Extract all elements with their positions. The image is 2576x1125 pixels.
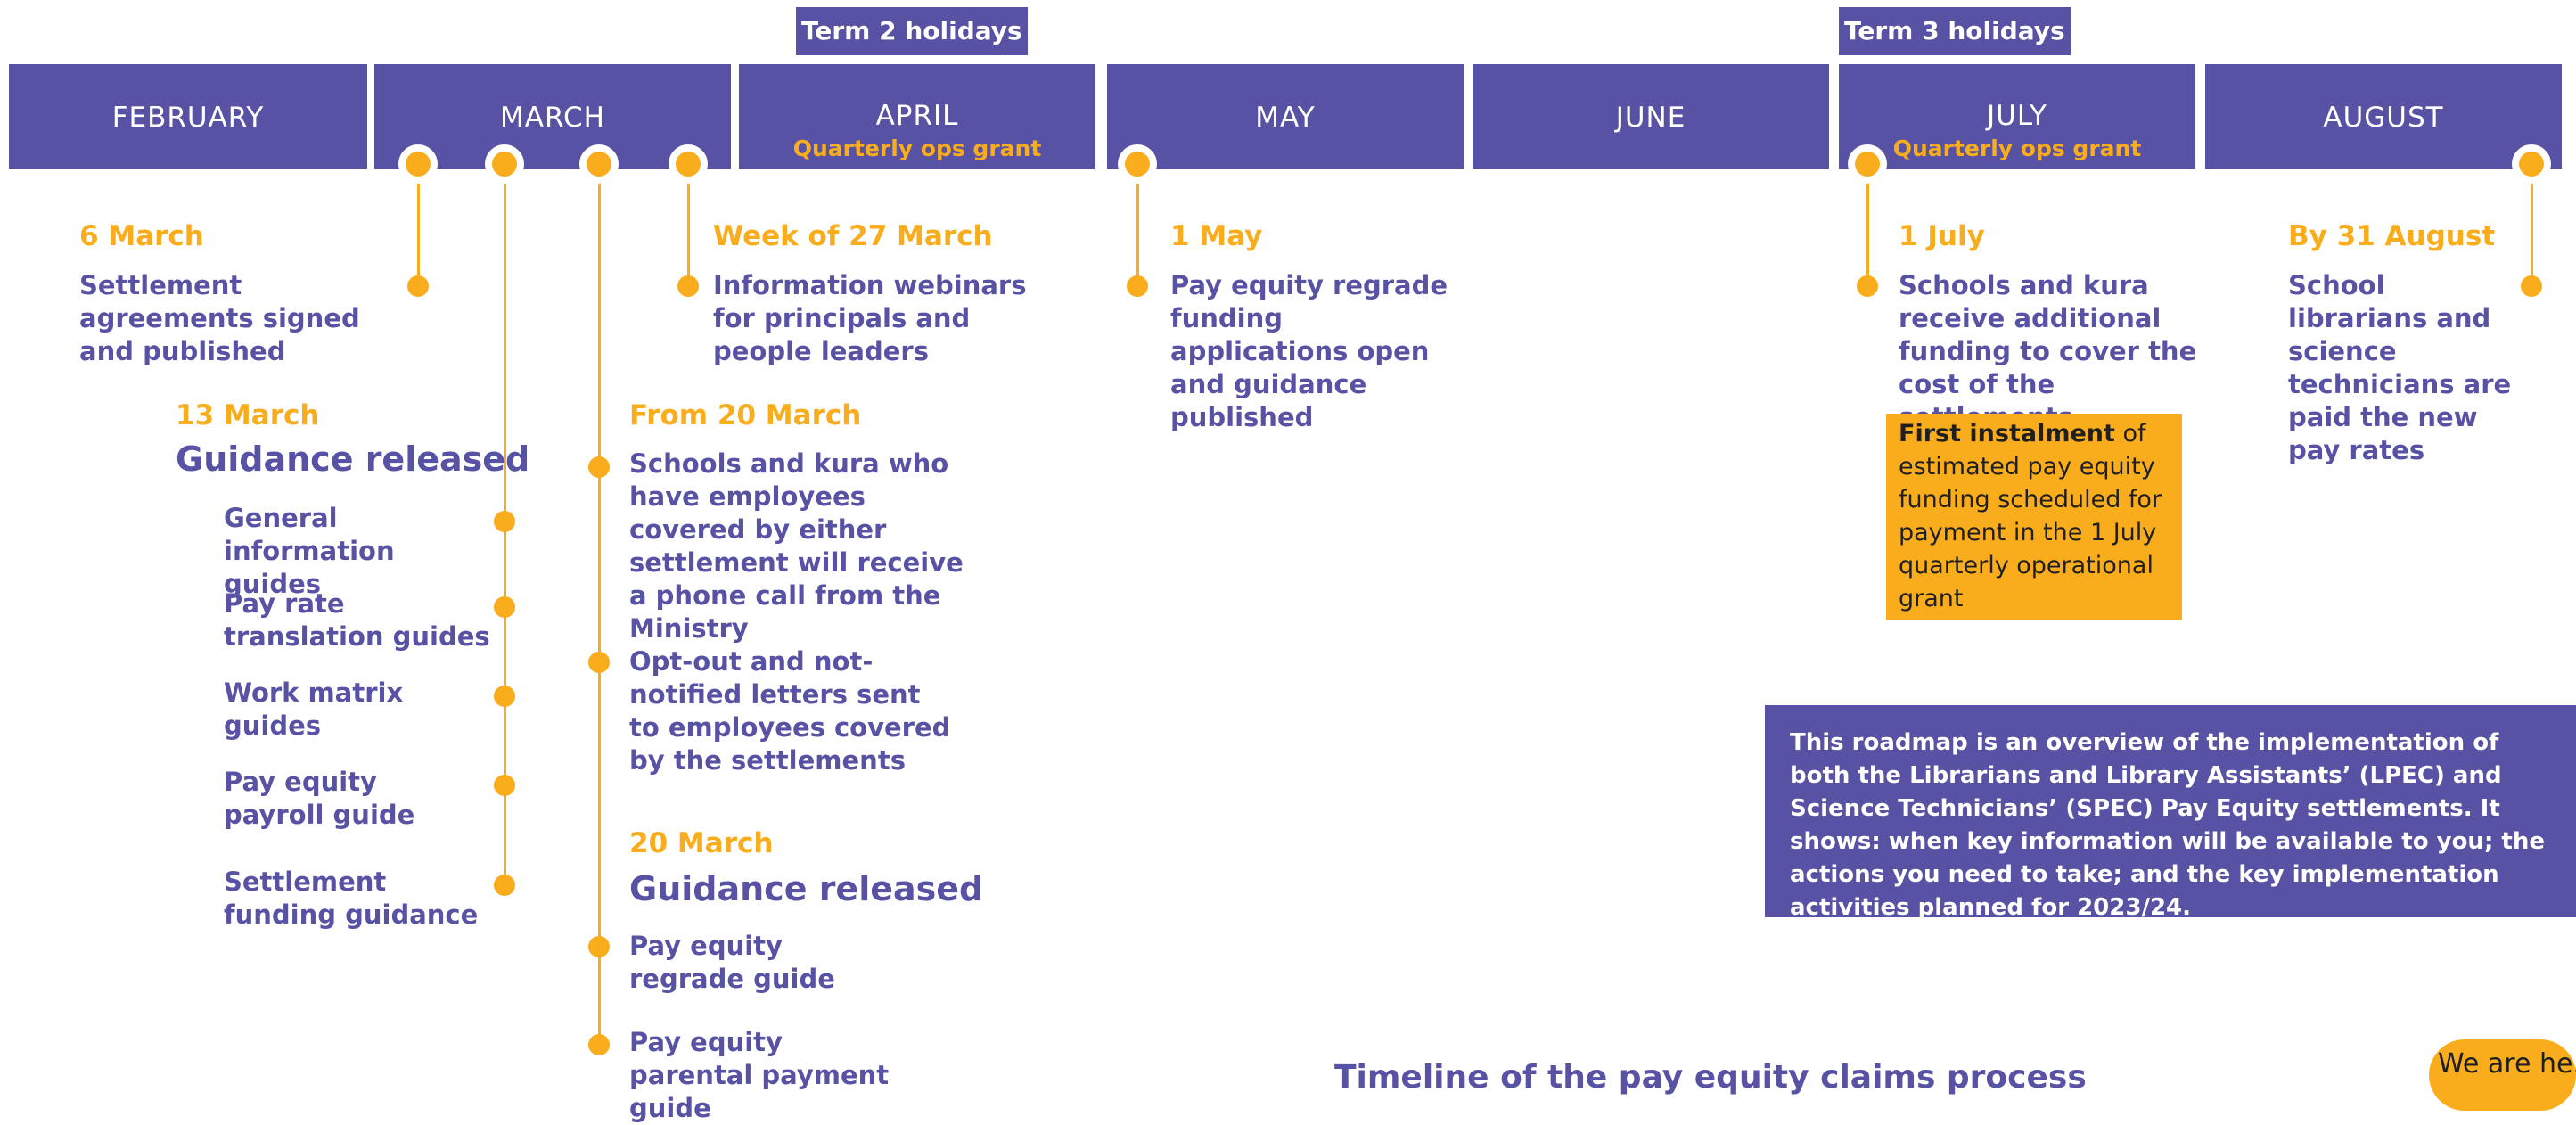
month-name: JUNE bbox=[1615, 102, 1686, 134]
timeline-dot bbox=[398, 144, 438, 184]
month-june: JUNE bbox=[1473, 64, 1829, 169]
month-name: MAY bbox=[1255, 102, 1316, 134]
connector-line-mar20 bbox=[598, 164, 601, 1055]
guidance-heading: Guidance released bbox=[176, 439, 530, 479]
event-date: 1 May bbox=[1170, 220, 1263, 252]
event-text: School librarians and science technician… bbox=[2288, 270, 2512, 465]
event-date: From 20 March bbox=[629, 399, 862, 431]
event-text: Settlement agreements signed and publish… bbox=[79, 270, 360, 366]
connector-line-jul1 bbox=[1866, 164, 1869, 287]
event-date: 1 July bbox=[1899, 220, 1985, 252]
timeline-dot bbox=[588, 936, 610, 957]
month-august: AUGUST bbox=[2205, 64, 2562, 169]
event-text: Schools and kura receive additional fund… bbox=[1899, 270, 2197, 432]
first-instalment-bold: First instalment bbox=[1899, 420, 2115, 448]
timeline-dot bbox=[494, 596, 515, 618]
event-date: By 31 August bbox=[2288, 220, 2496, 252]
timeline-dot bbox=[494, 775, 515, 796]
event-date: Week of 27 March bbox=[713, 220, 993, 252]
timeline-dot bbox=[485, 144, 524, 184]
timeline-dot bbox=[677, 275, 699, 297]
timeline-dot bbox=[1118, 144, 1157, 184]
timeline-dot bbox=[1857, 275, 1878, 297]
term3-holidays-label: Term 3 holidays bbox=[1839, 7, 2071, 55]
event-date: 20 March bbox=[629, 827, 774, 859]
guide-item: Pay rate translation guides bbox=[224, 588, 490, 652]
term2-holidays-label: Term 2 holidays bbox=[796, 7, 1028, 55]
month-name: FEBRUARY bbox=[111, 102, 265, 134]
timeline-dot bbox=[588, 1034, 610, 1055]
timeline-dot bbox=[2512, 144, 2551, 184]
event-text: Information webinars for principals and … bbox=[713, 270, 1027, 366]
timeline-dot bbox=[494, 686, 515, 707]
we-are-here-badge: We are here bbox=[2429, 1039, 2576, 1111]
guide-item: Pay equity payroll guide bbox=[224, 767, 415, 830]
timeline-dot bbox=[2521, 275, 2542, 297]
event-date: 6 March bbox=[79, 220, 204, 252]
event-date: 13 March bbox=[176, 399, 320, 431]
guide-item: Settlement funding guidance bbox=[224, 866, 479, 930]
connector-line-mar6 bbox=[417, 164, 420, 287]
month-subtitle: Quarterly ops grant bbox=[1892, 135, 2142, 161]
first-instalment-note: First instalment of estimated pay equity… bbox=[1886, 414, 2182, 620]
timeline-dot bbox=[588, 456, 610, 478]
roadmap-overview-text: This roadmap is an overview of the imple… bbox=[1790, 729, 2545, 917]
first-instalment-text: of estimated pay equity funding schedule… bbox=[1899, 420, 2162, 612]
timeline-dot bbox=[407, 275, 429, 297]
month-name: APRIL bbox=[875, 100, 959, 132]
event-text: Schools and kura who have employees cove… bbox=[629, 448, 964, 644]
guide-item: Pay equity parental payment guide bbox=[629, 1027, 890, 1123]
month-name: JULY bbox=[1987, 100, 2047, 132]
timeline-dot bbox=[588, 652, 610, 673]
guidance-heading: Guidance released bbox=[629, 869, 984, 908]
month-subtitle: Quarterly ops grant bbox=[792, 135, 1042, 161]
month-name: MARCH bbox=[500, 102, 605, 134]
month-february: FEBRUARY bbox=[9, 64, 367, 169]
connector-line-may1 bbox=[1136, 164, 1139, 287]
timeline-section-title: Timeline of the pay equity claims proces… bbox=[1334, 1059, 2087, 1096]
timeline-dot bbox=[669, 144, 708, 184]
timeline-dot bbox=[579, 144, 619, 184]
timeline-dot bbox=[1848, 144, 1887, 184]
month-name: AUGUST bbox=[2323, 102, 2444, 134]
timeline-dot bbox=[1127, 275, 1148, 297]
month-may: MAY bbox=[1107, 64, 1464, 169]
month-april: APRIL Quarterly ops grant bbox=[739, 64, 1095, 169]
event-text: Opt-out and not-notified letters sent to… bbox=[629, 646, 951, 776]
connector-line-mar27 bbox=[687, 164, 690, 287]
event-text: Pay equity regrade funding applications … bbox=[1170, 270, 1448, 432]
connector-line-aug31 bbox=[2531, 164, 2533, 287]
guide-item: Work matrix guides bbox=[224, 677, 404, 741]
timeline-dot bbox=[494, 875, 515, 896]
guide-item: Pay equity regrade guide bbox=[629, 931, 835, 994]
guide-item: General information guides bbox=[224, 503, 395, 599]
month-july: JULY Quarterly ops grant bbox=[1839, 64, 2195, 169]
timeline-dot bbox=[494, 511, 515, 532]
roadmap-overview-box: This roadmap is an overview of the imple… bbox=[1765, 705, 2576, 917]
